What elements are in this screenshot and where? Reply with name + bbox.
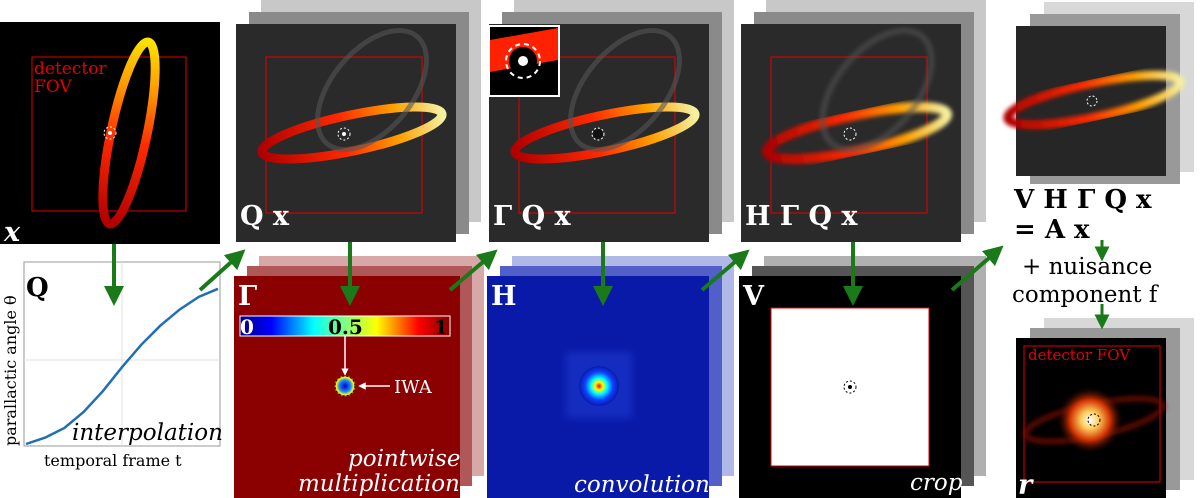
panel-x: detector FOV x [0, 22, 220, 248]
panel-hgqx: H Γ Q x [741, 0, 986, 242]
panel-gqx: Γ Q x [488, 0, 734, 242]
label-qx: Q x [240, 201, 290, 232]
gamma-symbol: Γ [238, 281, 257, 312]
nuisance-text: + nuisance component f [1012, 254, 1159, 308]
label-vhgqx: V H Γ Q x [1013, 185, 1152, 215]
q-ylabel: parallactic angle θ [1, 295, 20, 446]
panel-v: V crop [739, 256, 986, 498]
gamma-caption-1: pointwise [348, 446, 460, 472]
panel-gamma: Γ 0 0.5 1 IWA pointwise multiplication [234, 256, 484, 498]
fov-label-line2: FOV [34, 77, 72, 97]
v-caption: crop [910, 470, 963, 496]
arrow-h-to-hgqx [700, 249, 750, 292]
q-curve-line [25, 287, 219, 446]
v-symbol: V [742, 281, 765, 312]
label-gqx: Γ Q x [493, 201, 571, 232]
panel-qx: Q x [236, 0, 481, 242]
arrow-v-to-result [950, 245, 1004, 292]
inset-zoom [488, 25, 560, 97]
fov-label-line1: detector [34, 59, 107, 79]
h-caption: convolution [574, 472, 710, 498]
nuisance-line1: + nuisance [1022, 254, 1152, 280]
iwa-label: IWA [394, 377, 433, 398]
q-chart: Q interpolation temporal frame t paralla… [1, 261, 223, 470]
q-xlabel: temporal frame t [44, 451, 182, 470]
panel-h: H convolution [487, 256, 734, 498]
label-x: x [3, 217, 21, 248]
panel-residual: detector FOV r [1016, 318, 1194, 498]
arrow-q-to-qx [198, 249, 246, 292]
label-ax: = A x [1014, 215, 1090, 245]
gamma-caption-2: multiplication [298, 471, 460, 497]
cbar-tick-0: 0 [240, 315, 254, 339]
nuisance-line2: component f [1012, 282, 1159, 308]
arrow-gamma-to-gqx [448, 249, 498, 292]
h-symbol: H [491, 281, 517, 312]
residual-fov-label: detector FOV [1028, 346, 1131, 364]
arrows [104, 240, 1110, 330]
label-hgqx: H Γ Q x [745, 201, 858, 232]
q-caption: interpolation [72, 420, 223, 446]
q-symbol: Q [26, 273, 49, 303]
label-r: r [1018, 470, 1034, 498]
panel-result: V H Γ Q x = A x [1003, 2, 1194, 245]
cbar-tick-1: 1 [434, 315, 448, 339]
cbar-tick-05: 0.5 [328, 315, 363, 339]
